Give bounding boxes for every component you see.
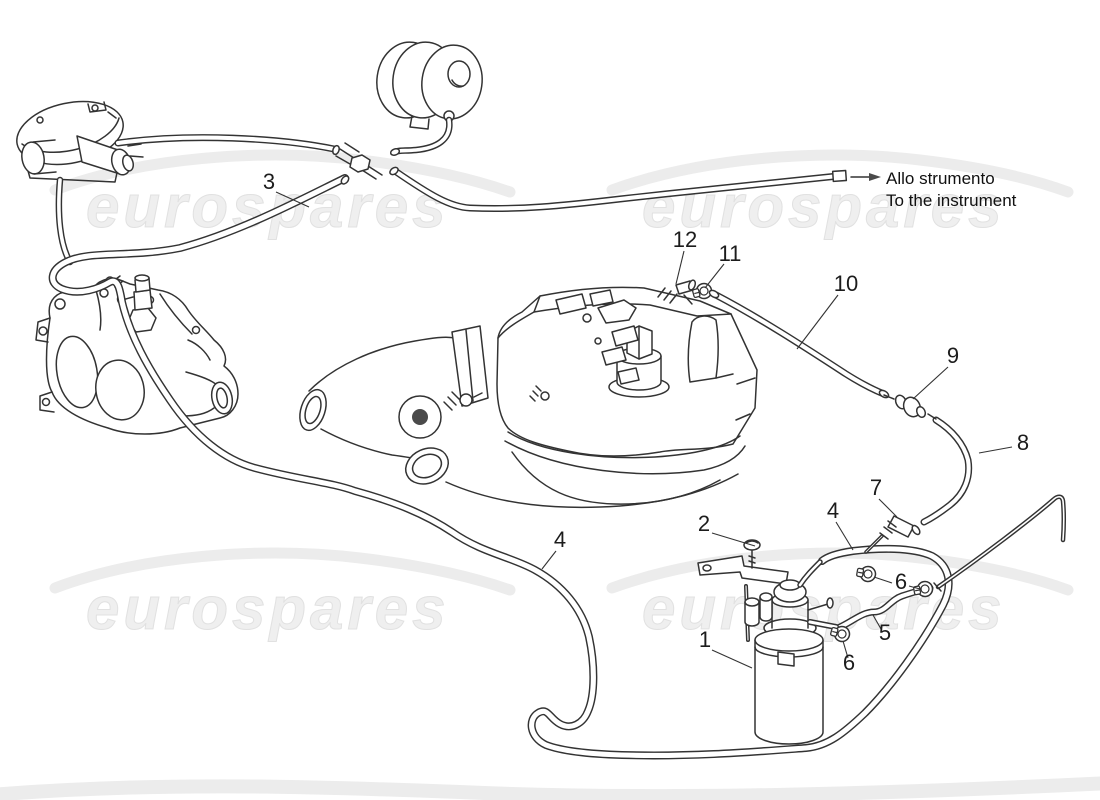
callout-8-9[interactable]: 8 — [978, 430, 1029, 455]
leader-line — [711, 532, 756, 547]
leader-line — [675, 250, 685, 285]
callout-11-12[interactable]: 11 — [704, 241, 742, 289]
instrument-note: Allo strumento To the instrument — [886, 169, 1017, 210]
instrument-arrow — [831, 169, 881, 183]
callout-number[interactable]: 7 — [870, 475, 882, 500]
watermark-text: eurospares — [86, 173, 450, 240]
callout-2-1[interactable]: 2 — [698, 511, 756, 547]
leader-line — [978, 446, 1013, 454]
fitting-7 — [879, 515, 921, 540]
throttle-body-drawing — [35, 274, 239, 435]
callout-number[interactable]: 10 — [834, 271, 858, 296]
leader-line — [912, 366, 949, 400]
callout-number[interactable]: 8 — [1017, 430, 1029, 455]
leader-line — [872, 614, 882, 630]
leader-line — [842, 640, 849, 659]
callout-number[interactable]: 12 — [673, 227, 697, 252]
vacuum-drum-drawing — [376, 41, 483, 130]
leader-line — [796, 294, 839, 350]
hose-drum-to-cross — [391, 116, 453, 156]
watermark-text: eurospares — [642, 173, 1006, 240]
intake-plenum-drawing — [299, 286, 758, 509]
leader-line — [541, 550, 557, 570]
vapour-separator-drawing — [16, 100, 144, 183]
leader-line — [873, 576, 893, 584]
callout-6-7[interactable]: 6 — [842, 640, 855, 675]
callout-10-11[interactable]: 10 — [796, 271, 858, 350]
leader-line — [704, 263, 725, 289]
callout-number[interactable]: 4 — [827, 498, 839, 523]
watermark-layer: eurospares eurospares eurospares eurospa… — [0, 149, 1100, 800]
callout-number[interactable]: 6 — [895, 569, 907, 594]
leader-line — [878, 498, 898, 518]
leader-line — [275, 191, 310, 208]
callout-9-10[interactable]: 9 — [912, 343, 959, 400]
callout-3-2[interactable]: 3 — [263, 169, 310, 208]
note-line-english: To the instrument — [886, 191, 1017, 210]
leader-line — [908, 585, 921, 590]
fittings-layer — [332, 142, 942, 644]
callout-5-5[interactable]: 5 — [872, 614, 891, 645]
callout-4-3[interactable]: 4 — [541, 527, 566, 570]
callout-number[interactable]: 2 — [698, 511, 710, 536]
callout-7-8[interactable]: 7 — [870, 475, 898, 518]
watermark-text: eurospares — [86, 575, 450, 642]
callout-6-6[interactable]: 6 — [873, 569, 921, 594]
callout-number[interactable]: 1 — [699, 627, 711, 652]
callout-1-0[interactable]: 1 — [699, 627, 753, 669]
carbon-canister-drawing — [697, 539, 834, 745]
leader-line — [835, 521, 854, 551]
leader-line — [711, 649, 753, 669]
callout-number[interactable]: 6 — [843, 650, 855, 675]
note-line-italian: Allo strumento — [886, 169, 995, 188]
callout-number[interactable]: 4 — [554, 527, 566, 552]
callout-12-13[interactable]: 12 — [673, 227, 697, 285]
watermark-text: eurospares — [642, 575, 1006, 642]
cross-fitting — [332, 142, 401, 185]
callout-number[interactable]: 9 — [947, 343, 959, 368]
callout-4-4[interactable]: 4 — [827, 498, 854, 551]
callout-number[interactable]: 11 — [719, 241, 742, 266]
one-way-valve-9 — [883, 394, 937, 420]
callout-number[interactable]: 5 — [879, 620, 891, 645]
callout-number[interactable]: 3 — [263, 169, 275, 194]
arrowhead-icon — [869, 173, 881, 181]
